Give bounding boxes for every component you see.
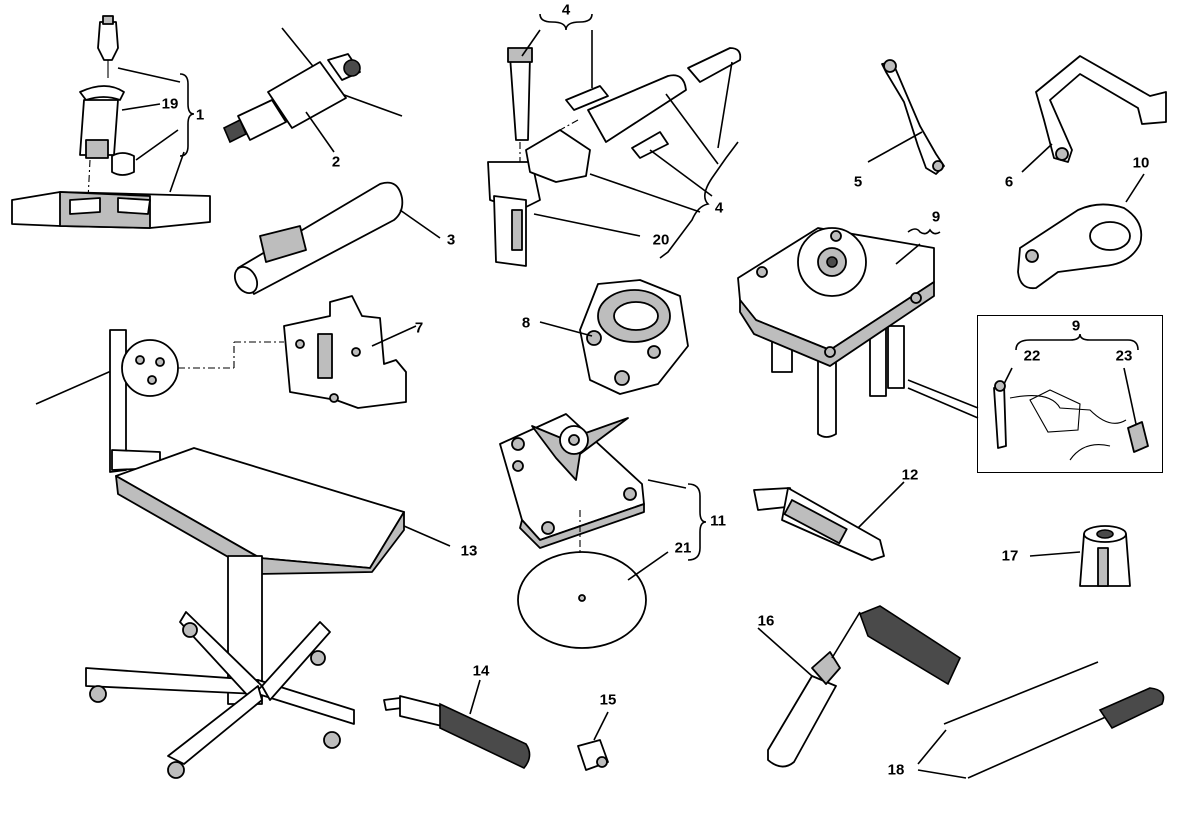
callout-label: 9	[1071, 317, 1081, 335]
callout-label: 7	[414, 319, 424, 337]
tool-9-inset-detail	[993, 333, 1149, 461]
callout-label: 1	[195, 106, 205, 124]
callout-label: 13	[460, 542, 478, 560]
callout-label: 14	[472, 662, 490, 680]
callout-label: 16	[757, 612, 775, 630]
tool-2	[222, 27, 403, 153]
callout-label: 8	[521, 314, 531, 332]
tool-1-assembly	[11, 15, 211, 229]
callout-label: 4	[561, 1, 571, 19]
tool-8	[539, 279, 689, 395]
detail-inset-frame	[977, 315, 1163, 473]
tool-6	[1021, 55, 1167, 173]
tool-14	[383, 679, 531, 769]
callout-label: 15	[599, 691, 617, 709]
callout-label: 21	[674, 539, 692, 557]
callout-label: 9	[931, 208, 941, 226]
tool-5	[867, 59, 945, 175]
callout-label: 22	[1023, 347, 1041, 365]
tool-13	[35, 329, 451, 779]
tool-10	[1017, 173, 1145, 290]
callout-label: 20	[652, 231, 670, 249]
callout-label: 18	[887, 761, 905, 779]
tool-9	[737, 227, 979, 438]
tool-12	[753, 481, 905, 561]
callout-label: 10	[1132, 154, 1150, 172]
callout-label: 3	[446, 231, 456, 249]
callout-label: 4	[714, 199, 724, 217]
tool-17	[1029, 525, 1131, 587]
tool-7	[283, 295, 417, 409]
callout-label: 11	[710, 512, 726, 530]
tool-3	[233, 181, 441, 295]
callout-label: 2	[331, 153, 341, 171]
tool-11-21-assembly	[499, 413, 707, 649]
callout-label: 19	[161, 95, 179, 113]
callout-label: 5	[853, 173, 863, 191]
tool-18	[917, 661, 1165, 779]
tool-15	[577, 711, 609, 771]
tool-4-20-assembly	[487, 13, 742, 267]
callout-label: 12	[901, 466, 919, 484]
tool-16	[757, 605, 962, 768]
callout-label: 17	[1001, 547, 1019, 565]
callout-label: 6	[1004, 173, 1014, 191]
callout-label: 23	[1115, 347, 1133, 365]
